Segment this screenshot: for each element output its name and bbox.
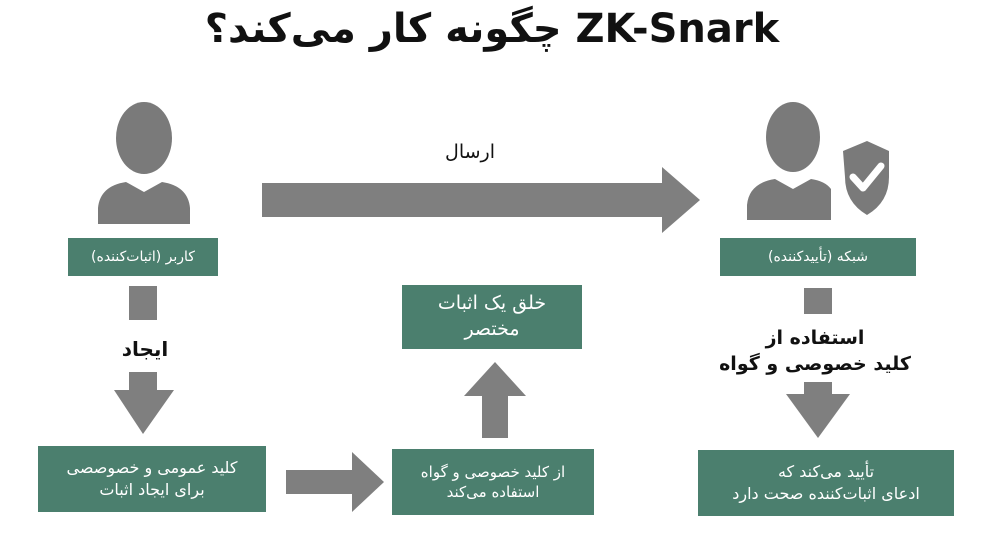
verify-label: تأیید می‌کند که ادعای اثبات‌کننده صحت دا…: [732, 462, 920, 503]
create-proof-box: خلق یک اثبات مختصر: [402, 285, 582, 349]
user-icon: [98, 102, 190, 224]
use-keys-label: از کلید خصوصی و گواه استفاده می‌کند: [420, 462, 566, 501]
keys-to-use-arrow: [286, 452, 384, 512]
send-label: ارسال: [445, 141, 495, 163]
verifier-label: شبکه (تأییدکننده): [768, 248, 868, 265]
verifier-uses-label: استفاده از کلید خصوصی و گواه: [719, 327, 911, 375]
prover-label: کاربر (اثبات‌کننده): [91, 248, 195, 265]
user-shield-check-icon: [747, 102, 893, 221]
proof-up-arrow: [464, 362, 526, 438]
keys-label: کلید عمومی و خصوصصی برای ایجاد اثبات: [66, 458, 238, 499]
verifier-down-arrow: [786, 288, 850, 438]
verify-box: تأیید می‌کند که ادعای اثبات‌کننده صحت دا…: [698, 450, 954, 516]
send-arrow: [262, 167, 700, 233]
verifier-box: شبکه (تأییدکننده): [720, 238, 916, 276]
create-arrow: [114, 286, 174, 434]
page-title: ZK-Snark چگونه کار می‌کند؟: [204, 6, 780, 52]
create-proof-label: خلق یک اثبات مختصر: [437, 292, 547, 340]
prover-box: کاربر (اثبات‌کننده): [68, 238, 218, 276]
keys-box: کلید عمومی و خصوصصی برای ایجاد اثبات: [38, 446, 266, 512]
use-keys-box: از کلید خصوصی و گواه استفاده می‌کند: [392, 449, 594, 515]
create-label: ایجاد: [121, 337, 169, 361]
